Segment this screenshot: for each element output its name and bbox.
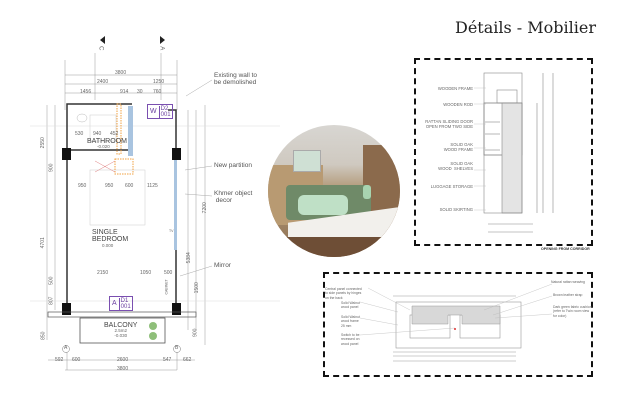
bed-label: Solid Walnut wood panel xyxy=(341,301,360,310)
bed-label: Dark green fabric cushion (refer to Twin… xyxy=(553,305,592,318)
bed-label: Switch to be recessed on wood panel xyxy=(341,333,360,346)
annotation-new-partition: New partition xyxy=(214,162,252,169)
dim-inner: 950 xyxy=(105,183,114,189)
bed-label: Central panel connected to side panels b… xyxy=(325,287,362,300)
wardrobe-label: SOLID OAK WOOD SHELVES xyxy=(438,161,473,172)
dim-inner: 530 xyxy=(75,131,84,137)
dim-top: 914 xyxy=(120,89,129,95)
wardrobe-caption: OPENING FROM CORRIDOR xyxy=(541,247,590,251)
annotation-khmer-decor: Khmer object decor xyxy=(214,190,253,205)
dim-inner: 2150 xyxy=(97,270,109,276)
dim-bottom: 2600 xyxy=(117,357,129,363)
grid-label-b: B xyxy=(175,345,179,351)
bed-label: Natural rattan weaving xyxy=(551,280,585,284)
dim-bottom: 600 xyxy=(72,357,81,363)
dim-bottom: 547 xyxy=(163,357,172,363)
fixture-tv: TV xyxy=(169,229,174,233)
dim-inner: 940 xyxy=(93,131,102,137)
dim-top: 1456 xyxy=(80,89,92,95)
dim-bottom: 592 xyxy=(55,357,64,363)
bed-label: Solid Walnut wood frame 25 mm xyxy=(341,315,360,328)
room-bathroom: BATHROOM-0.020 xyxy=(87,138,127,150)
dim-top: 2400 xyxy=(97,79,109,85)
wardrobe-label: WOODEN ROD xyxy=(443,102,473,107)
dim-top: 3800 xyxy=(115,70,127,76)
dim-inner: 600 xyxy=(125,183,134,189)
bedroom-render-photo xyxy=(268,125,400,257)
page-title: Détails - Mobilier xyxy=(455,18,597,37)
annotation-existing-wall: Existing wall to be demolished xyxy=(214,72,257,87)
dim-top: 30 xyxy=(137,89,143,95)
bed-headboard-detail-panel xyxy=(323,272,593,377)
wardrobe-label: SOLID SKIRTING xyxy=(439,207,473,212)
wardrobe-label: WOODEN FRAME xyxy=(437,86,473,91)
dim-top: 760 xyxy=(153,89,162,95)
grid-label-a: A xyxy=(64,345,68,351)
wardrobe-detail-panel xyxy=(414,58,593,246)
dim-inner: 950 xyxy=(78,183,87,189)
dim-top: 1250 xyxy=(153,79,165,85)
dim-inner: 452 xyxy=(110,131,119,137)
dim-bottom: 3800 xyxy=(117,366,129,372)
dim-inner: 500 xyxy=(164,270,173,276)
dim-bottom: 662 xyxy=(183,357,192,363)
annotation-mirror: Mirror xyxy=(214,262,231,269)
bed-label: Brown leather strap xyxy=(553,293,583,297)
wardrobe-label: LUGGAGE STORAGE xyxy=(430,184,473,189)
dim-inner: 1125 xyxy=(147,183,158,189)
wardrobe-label: RATTAN SLIDING DOOR OPEN FROM TWO SIDE xyxy=(425,119,473,130)
dim-inner: 1050 xyxy=(140,270,152,276)
wardrobe-label: SOLID OAK WOOD FRAME xyxy=(443,142,473,153)
